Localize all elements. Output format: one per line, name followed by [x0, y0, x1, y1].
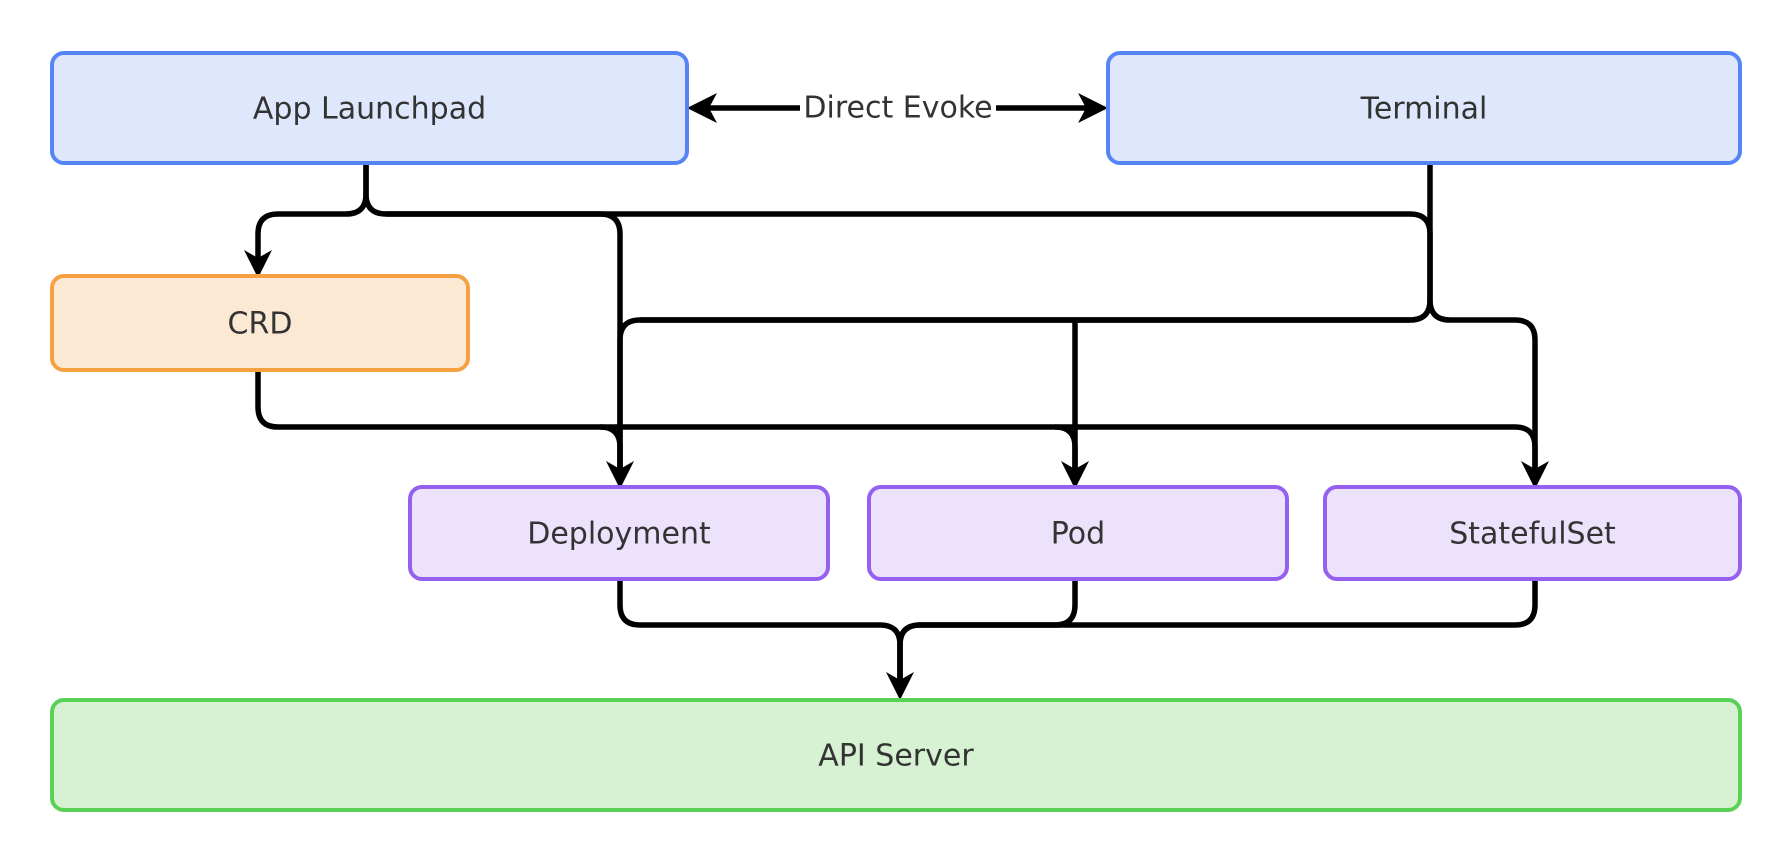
node-terminal[interactable]: Terminal [1106, 51, 1742, 165]
edge-layer [244, 93, 1549, 700]
arrowhead-direct-evoke-right [1078, 93, 1108, 123]
edge-launchpad-crd [255, 163, 369, 262]
edge-label-layer: Direct Evoke [800, 88, 996, 128]
node-pod-rect[interactable] [867, 485, 1289, 581]
edge-bus-427-deployment-drop [599, 424, 623, 473]
node-statefulset-label: StatefulSet [1449, 517, 1616, 552]
direct-evoke-label-backdrop [800, 88, 996, 128]
node-app-launchpad-label: App Launchpad [253, 92, 486, 127]
node-app-launchpad-rect[interactable] [50, 51, 689, 165]
arrowhead-pod [1061, 461, 1089, 489]
node-api-server-rect[interactable] [50, 698, 1742, 812]
arrowhead-apiserver [886, 672, 914, 700]
node-terminal-label: Terminal [1360, 92, 1488, 127]
edge-launchpad-pod-bus [386, 211, 1433, 473]
arrowhead-deployment [606, 461, 634, 489]
node-api-server-label: API Server [818, 739, 974, 774]
node-deployment-label: Deployment [527, 517, 711, 552]
arrowhead-statefulset [1521, 461, 1549, 489]
edge-terminal-trunk [1427, 163, 1538, 473]
node-terminal-rect[interactable] [1106, 51, 1742, 165]
node-api-server[interactable]: API Server [50, 698, 1742, 812]
node-layer: App Launchpad Terminal CRD Deployment Po… [50, 51, 1742, 812]
arrowhead-direct-evoke-left [687, 93, 717, 123]
edge-statefulset-apiserver [897, 579, 1538, 684]
edge-crd-deployment [255, 370, 1538, 473]
node-app-launchpad[interactable]: App Launchpad [50, 51, 689, 165]
edge-label-direct-evoke: Direct Evoke [803, 91, 992, 126]
node-crd-label: CRD [228, 307, 293, 342]
node-deployment-rect[interactable] [408, 485, 830, 581]
node-deployment[interactable]: Deployment [408, 485, 830, 581]
arrowhead-crd [244, 250, 272, 278]
node-statefulset[interactable]: StatefulSet [1323, 485, 1742, 581]
node-statefulset-rect[interactable] [1323, 485, 1742, 581]
edge-bus-427-pod-drop [1054, 424, 1078, 473]
edge-pod-apiserver [897, 579, 1078, 684]
node-pod[interactable]: Pod [867, 485, 1289, 581]
node-crd[interactable]: CRD [50, 274, 470, 372]
node-pod-label: Pod [1051, 517, 1105, 552]
node-crd-rect[interactable] [50, 274, 470, 372]
edge-deployment-apiserver [617, 579, 903, 684]
